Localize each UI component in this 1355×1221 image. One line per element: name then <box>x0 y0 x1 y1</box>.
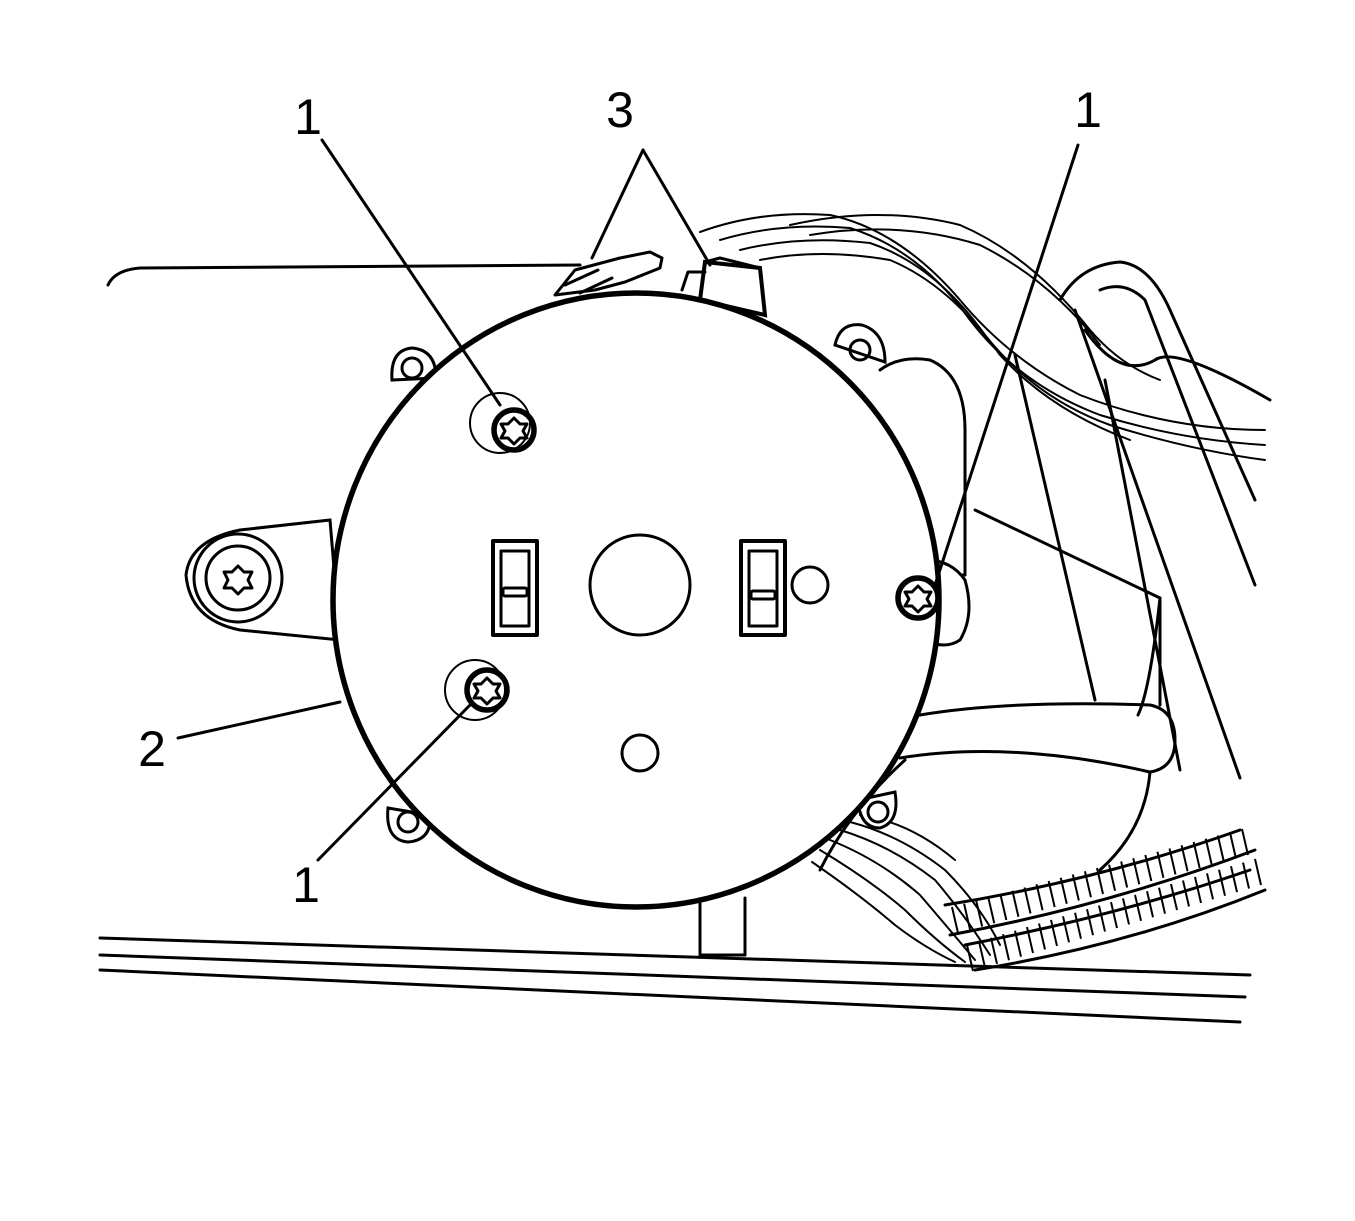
mounting-ears <box>184 250 971 957</box>
conduit-rib <box>951 906 959 934</box>
conduit-rib <box>1050 919 1058 947</box>
conduit-rib <box>1110 901 1118 929</box>
conduit-rib <box>1204 838 1213 865</box>
conduit-rib <box>1038 923 1046 950</box>
conduit-rib <box>1096 867 1104 895</box>
conduit-rib <box>1120 861 1129 888</box>
conduit-rib <box>1194 876 1202 904</box>
callout-label-motor: 2 <box>138 721 166 777</box>
conduit-rib <box>1206 873 1214 900</box>
conduit-rib <box>1083 871 1092 898</box>
conduit-rib <box>975 900 984 927</box>
conduit-rib <box>999 893 1008 921</box>
housing-outline <box>98 263 1252 1024</box>
wire-harness <box>811 814 1267 972</box>
fastener-top-left <box>469 392 537 454</box>
conduit-rib <box>1192 841 1201 869</box>
conduit-rib <box>1156 851 1165 878</box>
callout-labels: 1 1 1 2 3 <box>138 82 1102 913</box>
conduit-rib <box>1170 883 1178 911</box>
conduit-rib <box>1132 858 1141 885</box>
conduit-rib <box>1242 862 1250 889</box>
conduit-rib <box>1216 835 1225 862</box>
conduit-rib <box>1254 858 1262 886</box>
conduit-rib <box>1098 905 1106 932</box>
conduit-rib <box>1071 874 1080 901</box>
conduit-rib <box>1035 884 1044 911</box>
blower-housing <box>699 213 1272 872</box>
conduit-rib <box>1158 887 1166 914</box>
conduit-rib <box>1014 930 1022 957</box>
conduit-rib <box>1108 864 1117 891</box>
leader-lines <box>176 138 1080 862</box>
conduit-rib <box>1074 912 1082 939</box>
conduit-rib <box>1023 887 1032 914</box>
callout-label-fastener-right: 1 <box>1074 82 1102 138</box>
conduit-rib <box>1146 891 1154 918</box>
conduit-rib <box>963 903 972 930</box>
conduit-rib <box>1230 865 1238 893</box>
conduit-rib <box>1026 926 1034 954</box>
fastener-bottom-left <box>444 659 510 721</box>
conduit-rib <box>1134 894 1142 922</box>
conduit-rib <box>987 897 996 924</box>
conduit-rib <box>990 937 998 965</box>
conduit-rib <box>1168 848 1177 875</box>
conduit-rib <box>978 941 986 968</box>
conduit-rib <box>1047 880 1056 908</box>
conduit-rib <box>1144 854 1153 882</box>
conduit-rib <box>1086 908 1094 936</box>
conduit-rib <box>1002 934 1010 961</box>
conduit-rib <box>1011 890 1020 917</box>
conduit-rib <box>1228 832 1237 859</box>
conduit-rib <box>1122 898 1130 925</box>
callout-label-connector: 3 <box>606 82 634 138</box>
conduit-rib <box>1062 916 1070 943</box>
conduit-rib <box>1059 877 1068 904</box>
fastener-right <box>895 575 941 621</box>
conduit-rib <box>1180 845 1189 872</box>
conduit-rib <box>966 944 974 972</box>
motor-face <box>330 290 942 910</box>
conduit-rib <box>1182 880 1190 907</box>
conduit-rib <box>1241 828 1249 856</box>
conduit-rib <box>1218 869 1226 896</box>
callout-label-fastener-bottom-left: 1 <box>292 857 320 913</box>
callout-label-fastener-top-left: 1 <box>294 89 322 145</box>
